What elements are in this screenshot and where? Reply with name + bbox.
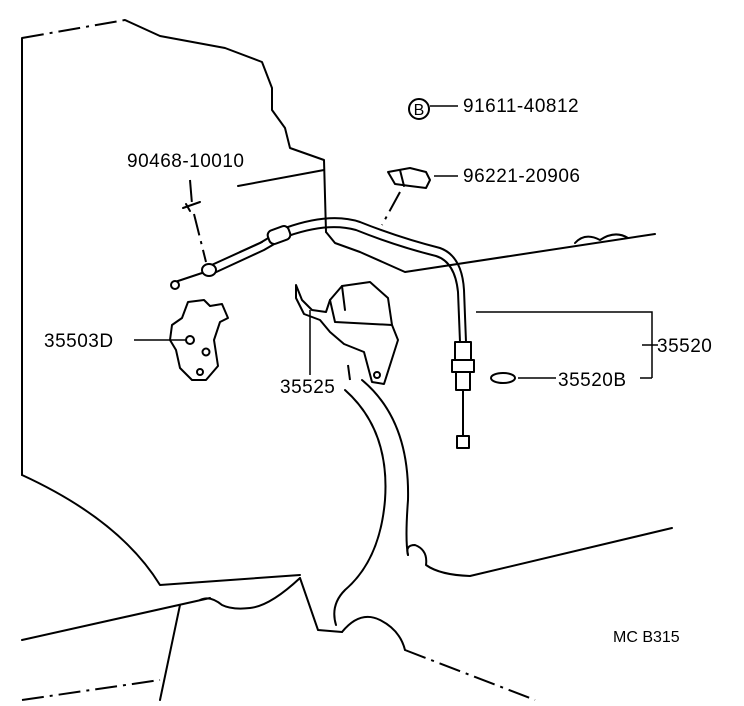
transmission-housing-outline <box>21 19 673 701</box>
lever-35503d <box>169 299 229 381</box>
clip-90468-icon <box>182 201 201 212</box>
shift-control-cable <box>170 217 516 449</box>
label-35503d: 35503D <box>44 331 114 352</box>
label-91611-40812: 91611-40812 <box>463 96 579 117</box>
label-35520b: 35520B <box>558 370 627 391</box>
label-90468-10010: 90468-10010 <box>127 151 245 172</box>
clip-96221-icon <box>387 167 431 189</box>
washer-35520b-icon <box>490 372 516 384</box>
b-marker-label: B <box>414 102 425 119</box>
bracket-35525 <box>295 281 399 385</box>
label-35525: 35525 <box>280 377 335 398</box>
label-96221-20906: 96221-20906 <box>463 166 581 187</box>
b-marker-icon: B <box>408 98 430 120</box>
label-35520: 35520 <box>657 336 712 357</box>
figure-code: MC B315 <box>613 629 680 646</box>
leader-lines <box>134 105 658 381</box>
